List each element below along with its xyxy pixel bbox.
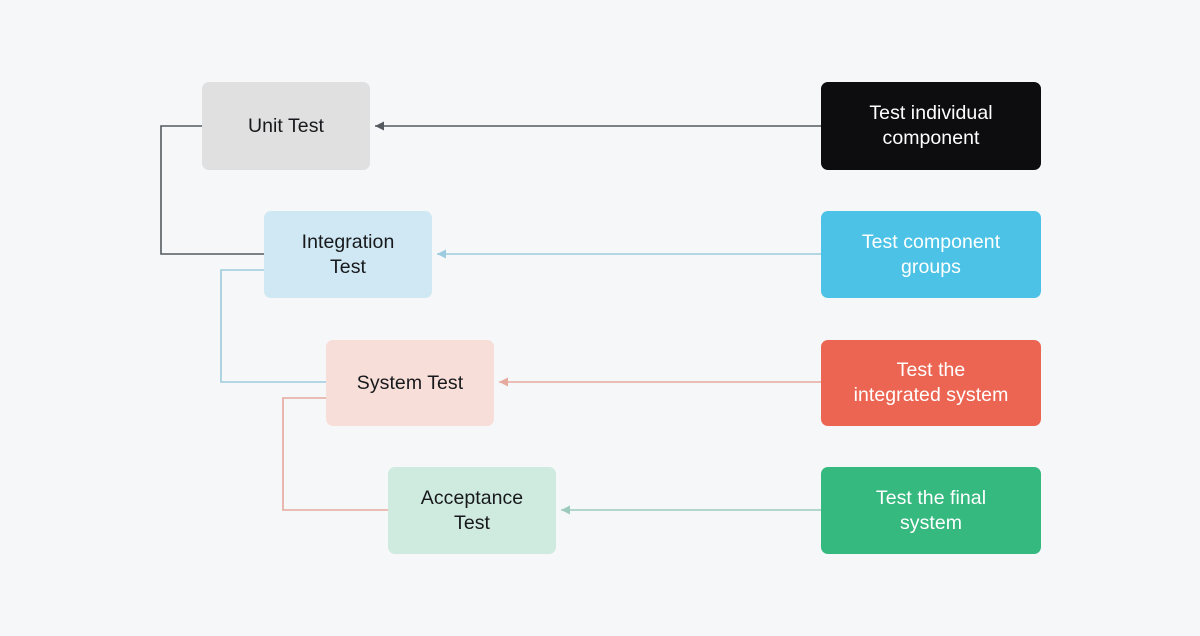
node-description-test-component-groups[interactable]: Test component groups (821, 211, 1041, 298)
node-description-test-integrated-system[interactable]: Test the integrated system (821, 340, 1041, 426)
node-integration-test[interactable]: Integration Test (264, 211, 432, 298)
node-description-test-final-system[interactable]: Test the final system (821, 467, 1041, 554)
edge-description-3-to-system (499, 377, 821, 387)
edge-description-2-to-integration (437, 249, 821, 259)
edge-description-1-to-unit (375, 121, 821, 131)
edge-description-4-to-acceptance (561, 505, 821, 515)
node-unit-test[interactable]: Unit Test (202, 82, 370, 170)
node-acceptance-test[interactable]: Acceptance Test (388, 467, 556, 554)
node-system-test[interactable]: System Test (326, 340, 494, 426)
node-description-test-individual-component[interactable]: Test individual component (821, 82, 1041, 170)
